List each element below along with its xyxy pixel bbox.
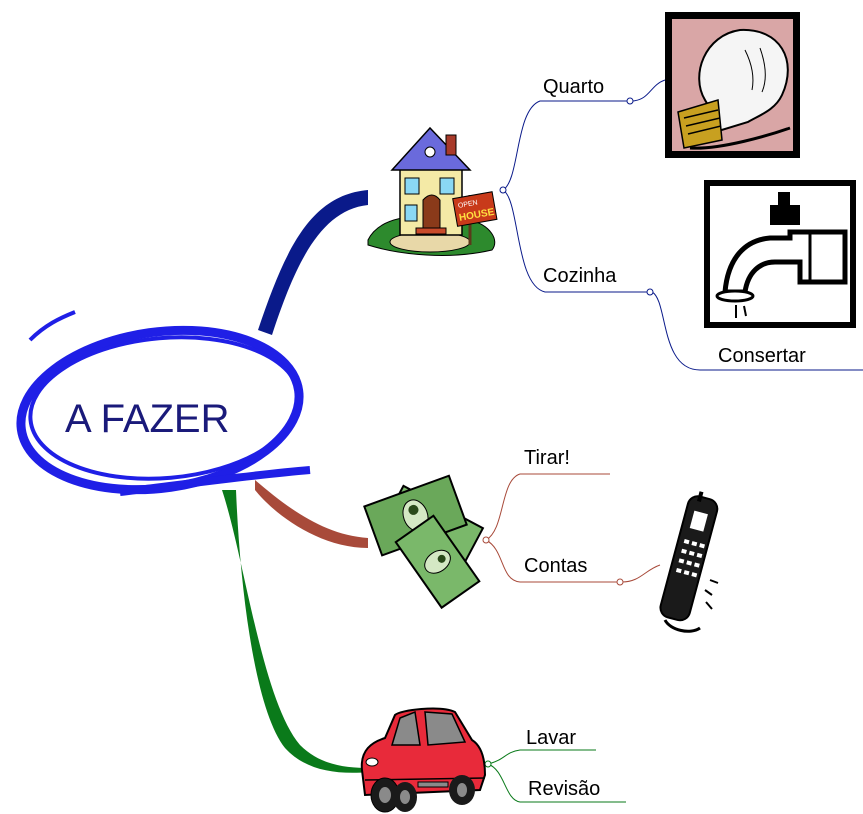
lightbulb-icon (665, 12, 800, 158)
faucet-icon (704, 180, 856, 328)
house-icon: OPEN HOUSE (367, 126, 498, 256)
node-label-lavar[interactable]: Lavar (526, 727, 576, 749)
node-label-revisao[interactable]: Revisão (528, 778, 600, 800)
node-label-contas[interactable]: Contas (524, 555, 587, 577)
node-label-cozinha[interactable]: Cozinha (543, 265, 617, 287)
central-topic-label: A FAZER (65, 397, 230, 441)
node-label-consertar[interactable]: Consertar (718, 345, 806, 367)
phone-icon (659, 491, 719, 633)
car-icon (360, 707, 487, 813)
node-label-quarto[interactable]: Quarto (543, 76, 604, 98)
node-label-tirar[interactable]: Tirar! (524, 447, 570, 469)
money-icon (363, 474, 485, 610)
central-topic[interactable]: A FAZER (11, 310, 311, 507)
carro-connectors (484, 749, 626, 803)
branch-casa (258, 190, 368, 335)
casa-connectors (499, 79, 863, 371)
svg-text:OPEN: OPEN (458, 199, 479, 209)
dinheiro-connectors (482, 473, 661, 586)
branch-carro (222, 490, 370, 773)
branch-dinheiro (255, 480, 368, 548)
